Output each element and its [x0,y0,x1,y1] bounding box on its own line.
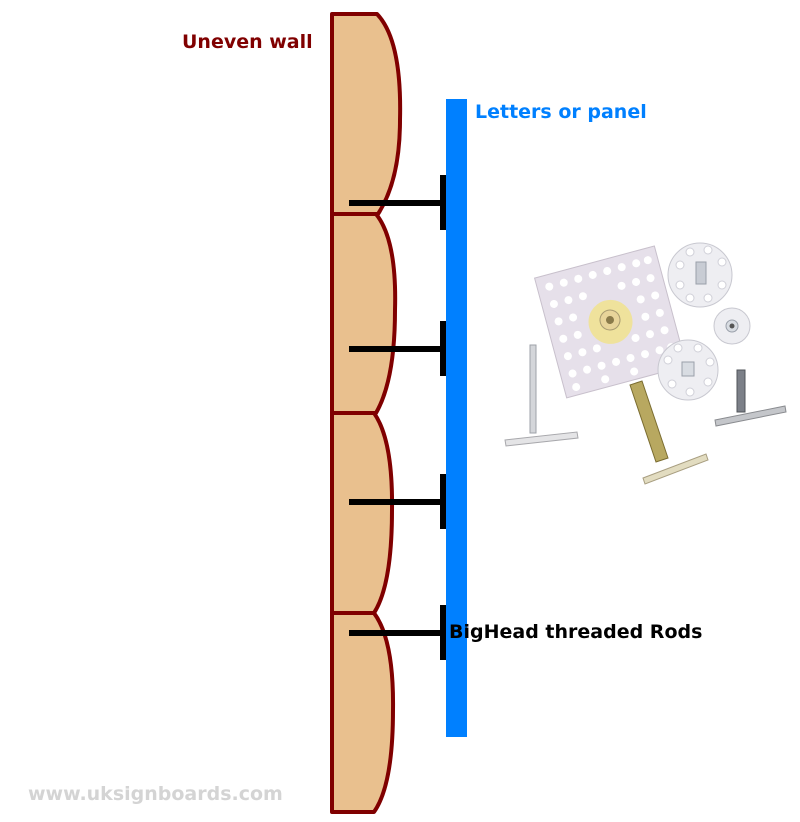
letters-panel-label: Letters or panel [475,101,647,123]
wall-stone-2 [330,212,398,415]
rod-1 [349,175,446,230]
uneven-wall-label: Uneven wall [182,31,313,53]
bighead-rods [349,175,446,660]
short-grey-rod [714,369,787,427]
wall-stone-3 [330,411,395,615]
rod-3 [349,474,446,529]
round-disc-1 [667,242,733,308]
round-disc-2 [713,307,751,345]
watermark: www.uksignboards.com [28,783,283,805]
wall-stone-4 [330,611,396,814]
round-disc-3 [657,339,719,401]
uneven-wall [330,12,403,814]
hardware-photo [504,242,787,485]
bighead-rods-label: BigHead threaded Rods [449,621,703,643]
thin-rod [504,344,579,447]
brass-threaded-rod [629,380,709,485]
rod-2 [349,321,446,376]
rod-4 [349,605,446,660]
letters-panel [446,99,467,737]
wall-stone-1 [330,12,403,216]
